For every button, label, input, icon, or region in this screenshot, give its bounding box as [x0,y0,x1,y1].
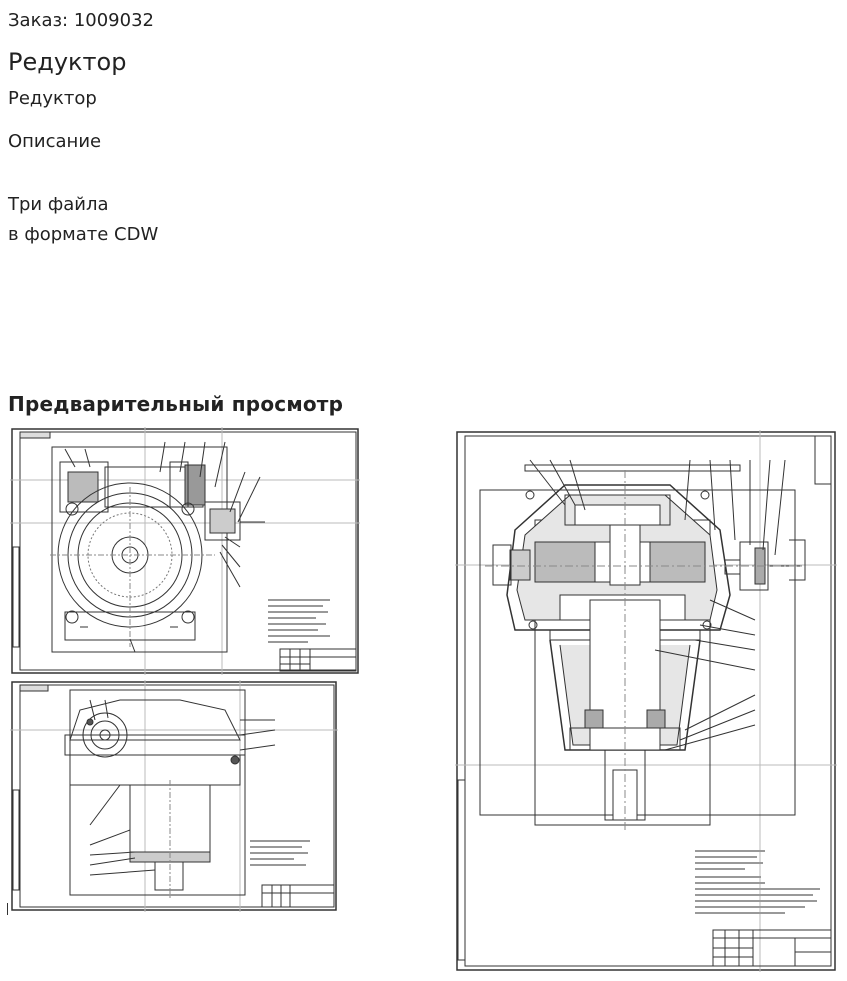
drawing-image [10,427,360,675]
product-subtitle: Редуктор [8,88,97,109]
description-line: Три файла [8,194,109,215]
description-line: в формате CDW [8,224,159,245]
preview-thumbnail-2[interactable] [10,680,338,912]
preview-thumbnail-3[interactable] [455,430,837,972]
description-heading: Описание [8,131,102,152]
preview-thumbnail-1[interactable] [10,427,360,675]
preview-heading: Предварительный просмотр [8,392,344,416]
drawing-image [455,430,837,972]
product-title: Редуктор [8,48,127,76]
text-caret [7,903,8,915]
order-number: Заказ: 1009032 [8,10,154,31]
drawing-image [10,680,338,912]
